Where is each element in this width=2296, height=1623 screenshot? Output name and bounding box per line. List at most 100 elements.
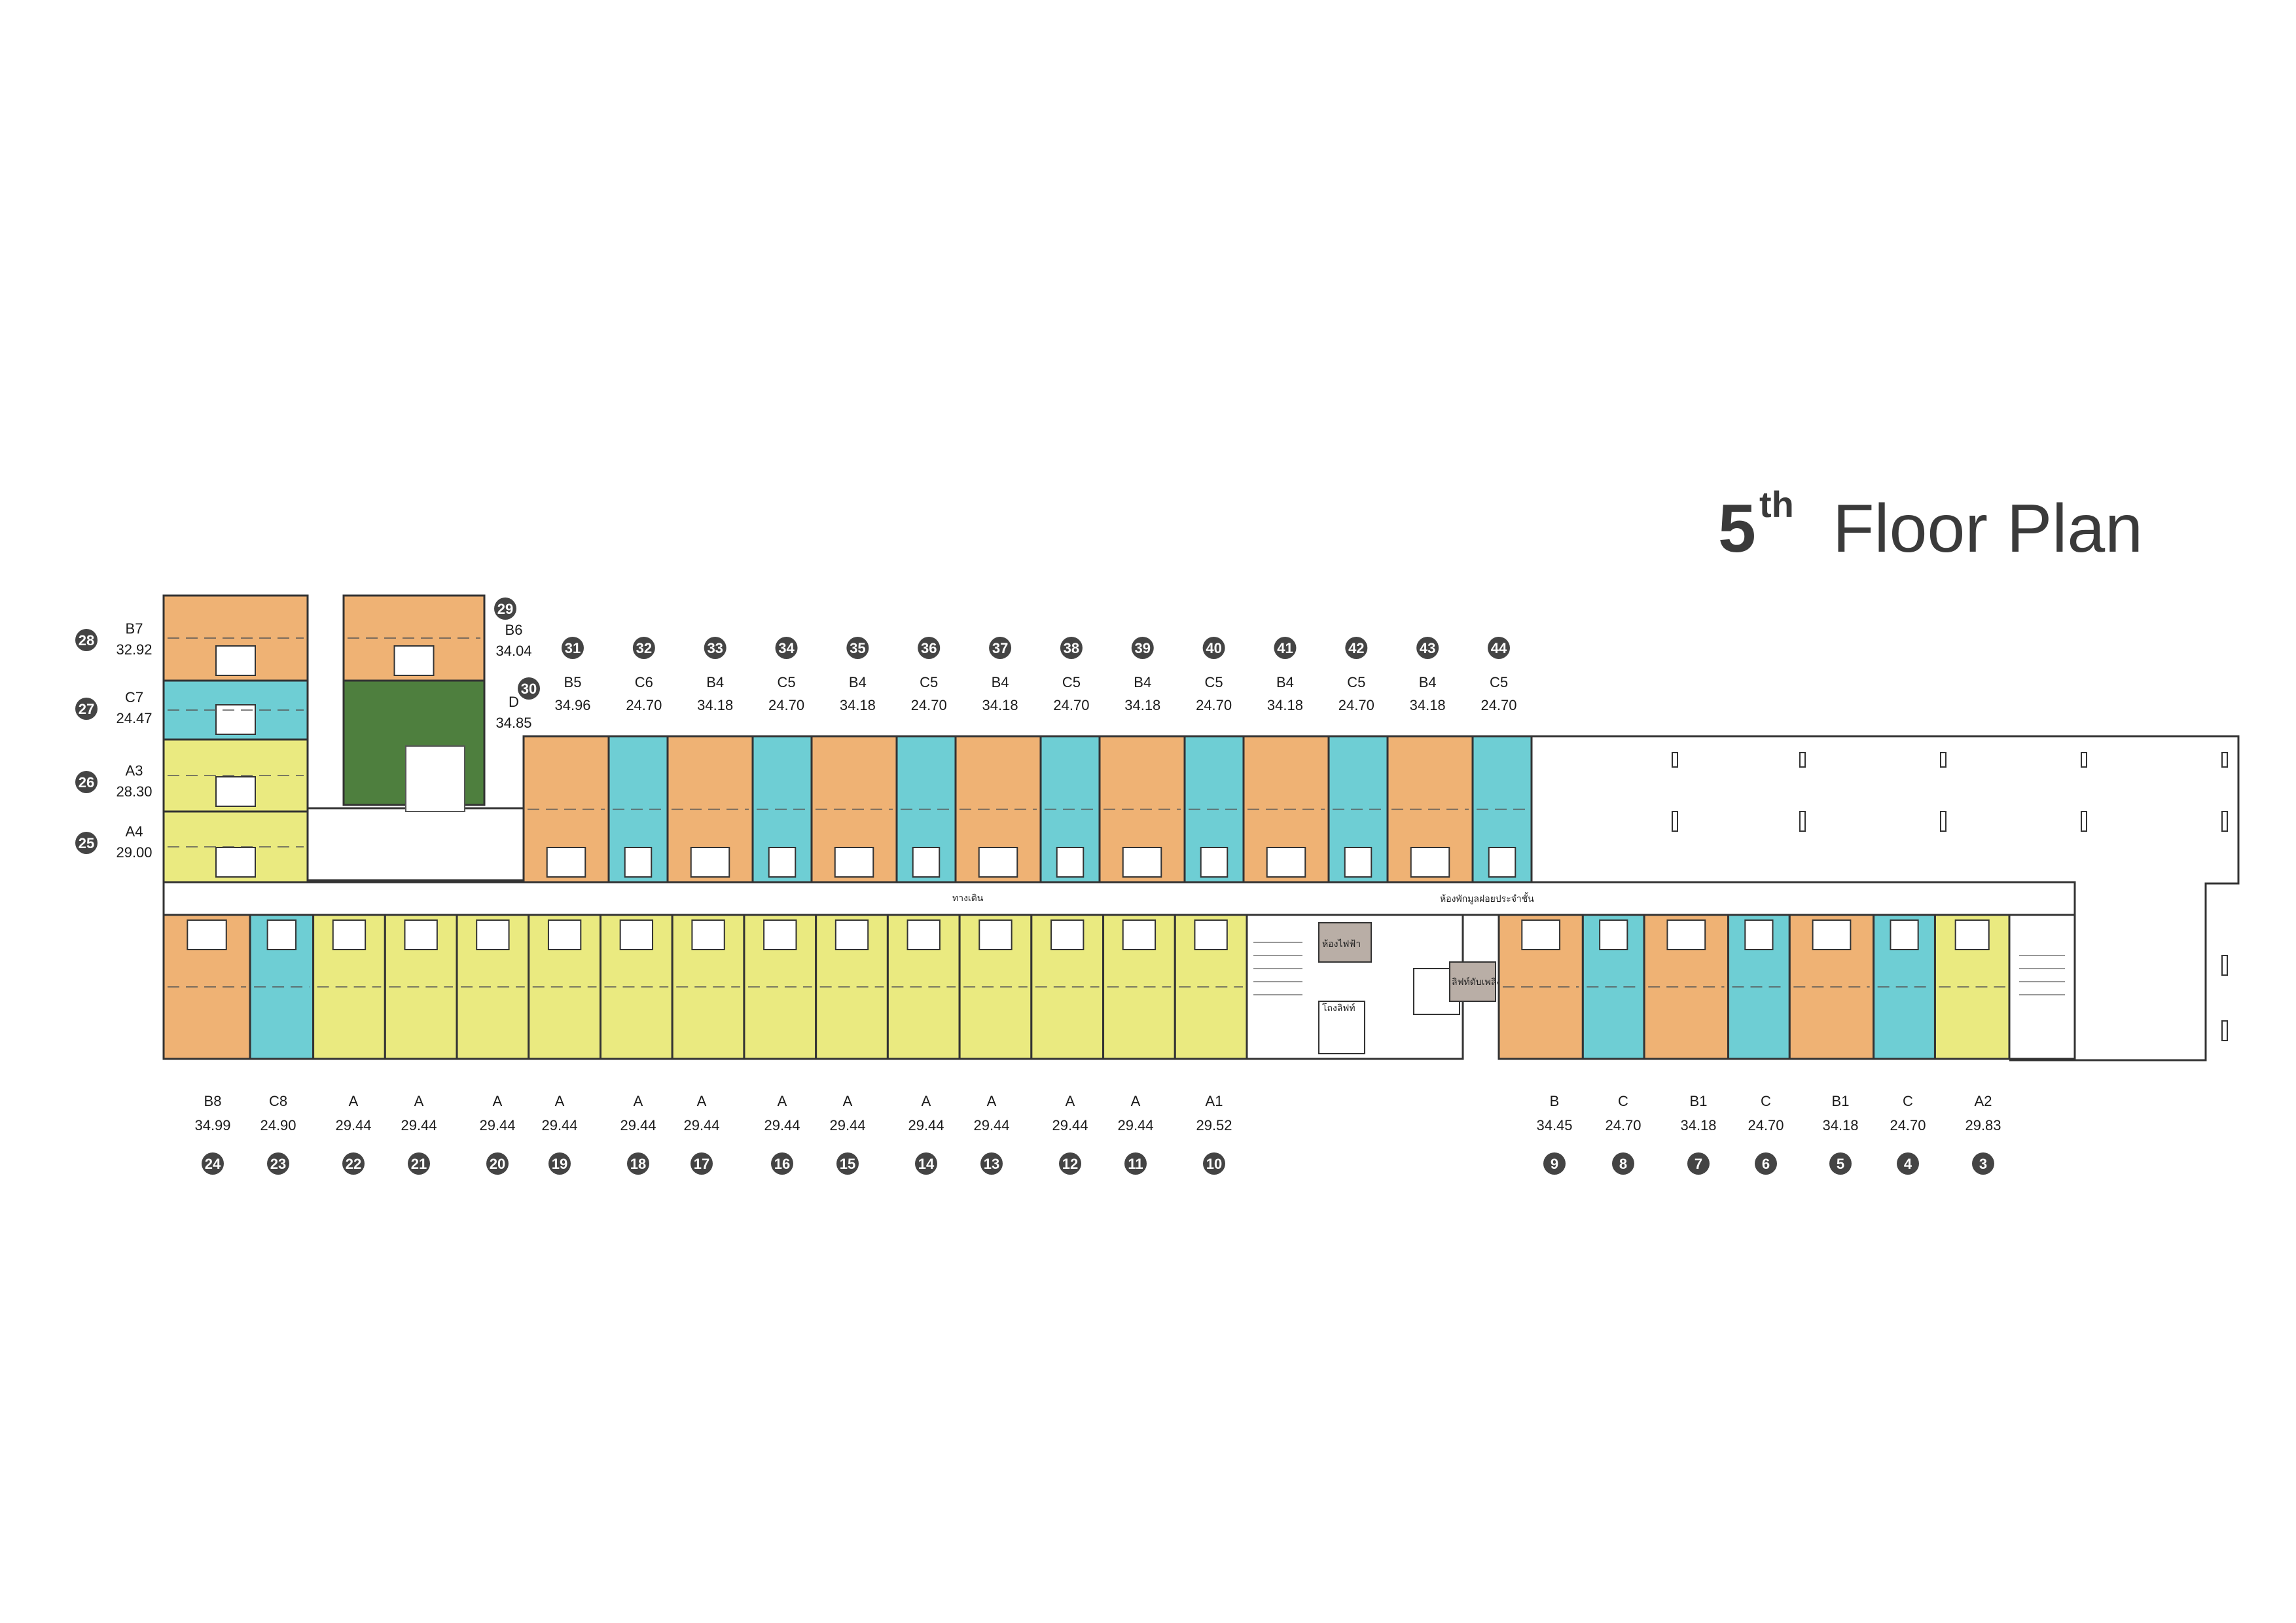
bathroom-16 [763, 919, 797, 950]
unit-type-label: A1 [1206, 1093, 1223, 1109]
bathroom-18 [619, 919, 654, 950]
unit-type-label: B4 [1276, 674, 1294, 690]
stair-well [405, 745, 465, 812]
unit-area-label: 29.44 [683, 1117, 719, 1133]
unit-number-badge [75, 698, 98, 720]
unit-number-badge [691, 1152, 713, 1175]
unit-type-label: A [634, 1093, 643, 1109]
unit-number-label: 24 [205, 1156, 221, 1172]
unit-number-label: 16 [774, 1156, 790, 1172]
unit-type-label: A [922, 1093, 931, 1109]
unit-area-label: 29.44 [1052, 1117, 1088, 1133]
unit-area-label: 29.44 [401, 1117, 437, 1133]
bathroom-4 [1890, 919, 1919, 950]
bathroom-31 [546, 847, 586, 878]
unit-type-label: C5 [1490, 674, 1508, 690]
bathroom-20 [476, 919, 510, 950]
unit-number-label: 7 [1695, 1156, 1702, 1172]
unit-type-label: C [1618, 1093, 1628, 1109]
title-floor-suffix: th [1759, 484, 1794, 525]
common-area-labels: ทางเดิน ห้องไฟฟ้า ห้องพักมูลฝอยประจำชั้น… [952, 892, 1534, 1014]
unit-number-label: 23 [270, 1156, 286, 1172]
unit-number-label: 25 [79, 835, 94, 851]
unit-number-badge [1488, 637, 1510, 659]
unit-number-label: 29 [497, 601, 513, 617]
unit-area-label: 24.47 [116, 710, 152, 726]
unit-number-label: 14 [918, 1156, 935, 1172]
unit-number-label: 35 [850, 640, 865, 656]
unit-area-label: 29.83 [1965, 1117, 2001, 1133]
unit-area-label: 24.70 [1480, 697, 1516, 713]
unit-type-label: A [1131, 1093, 1141, 1109]
unit-number-badge [75, 832, 98, 854]
unit-area-label: 29.44 [829, 1117, 865, 1133]
bathroom-13 [978, 919, 1013, 950]
unit-number-badge [1416, 637, 1439, 659]
unit-area-label: 24.70 [911, 697, 947, 713]
title-floor-number: 5 [1718, 491, 1756, 567]
unit-number-label: 8 [1619, 1156, 1627, 1172]
unit-area-label: 29.44 [973, 1117, 1009, 1133]
unit-type-label: B4 [1134, 674, 1151, 690]
page-title: 5 th Floor Plan [1718, 484, 2143, 567]
unit-area-label: 34.18 [1822, 1117, 1858, 1133]
bathroom-7 [1666, 919, 1706, 950]
unit-number-label: 43 [1420, 640, 1435, 656]
unit-area-label: 24.70 [626, 697, 662, 713]
unit-number-badge [989, 637, 1012, 659]
unit-number-badge [75, 771, 98, 793]
unit-type-label: C5 [920, 674, 938, 690]
bathroom-14 [906, 919, 941, 950]
bathroom-38 [1056, 847, 1085, 878]
bathroom-17 [691, 919, 725, 950]
unit-number-badge [1972, 1152, 1994, 1175]
unit-type-label: C [1761, 1093, 1771, 1109]
unit-type-label: A [697, 1093, 707, 1109]
unit-type-label: B1 [1832, 1093, 1850, 1109]
unit-number-label: 4 [1904, 1156, 1912, 1172]
unit-number-badge [1755, 1152, 1777, 1175]
unit-number-label: 3 [1979, 1156, 1987, 1172]
unit-number-badge [548, 1152, 571, 1175]
unit-number-badge [1612, 1152, 1634, 1175]
unit-number-badge [486, 1152, 509, 1175]
unit-type-label: C5 [1347, 674, 1365, 690]
unit-number-badge [980, 1152, 1003, 1175]
unit-type-label: C5 [777, 674, 795, 690]
unit-number-badge [1203, 1152, 1225, 1175]
unit-type-label: B4 [992, 674, 1009, 690]
bathroom-41 [1266, 847, 1306, 878]
unit-type-label: B8 [204, 1093, 222, 1109]
bathroom-42 [1344, 847, 1372, 878]
bathroom-6 [1744, 919, 1774, 950]
unit-type-label: A [778, 1093, 787, 1109]
bathroom-32 [624, 847, 653, 878]
unit-area-label: 29.44 [620, 1117, 656, 1133]
unit-type-label: B4 [706, 674, 724, 690]
unit-number-badge [918, 637, 941, 659]
unit-number-badge [75, 629, 98, 651]
unit-type-label: B4 [849, 674, 867, 690]
unit-type-label: B1 [1690, 1093, 1708, 1109]
unit-number-label: 11 [1128, 1156, 1143, 1172]
unit-number-label: 42 [1348, 640, 1364, 656]
service-lift-label: ลิฟท์ดับเพลิง [1452, 976, 1501, 988]
top-row-units: B534.9631C624.7032B434.1833C524.7034B434… [522, 637, 1533, 883]
unit-number-badge [1829, 1152, 1852, 1175]
unit-area-label: 29.44 [764, 1117, 800, 1133]
unit-number-label: 36 [921, 640, 937, 656]
bathroom-22 [332, 919, 367, 950]
unit-number-badge [771, 1152, 793, 1175]
bathroom-33 [690, 847, 730, 878]
unit-area-label: 34.45 [1536, 1117, 1572, 1133]
unit-number-label: 18 [630, 1156, 646, 1172]
unit-type-label: A [987, 1093, 997, 1109]
unit-number-label: 38 [1064, 640, 1079, 656]
bathroom-37 [978, 847, 1018, 878]
bathroom-36 [912, 847, 941, 878]
unit-number-label: 9 [1551, 1156, 1558, 1172]
bathroom-25 [215, 847, 256, 878]
unit-number-badge [775, 637, 798, 659]
unit-number-badge [202, 1152, 224, 1175]
